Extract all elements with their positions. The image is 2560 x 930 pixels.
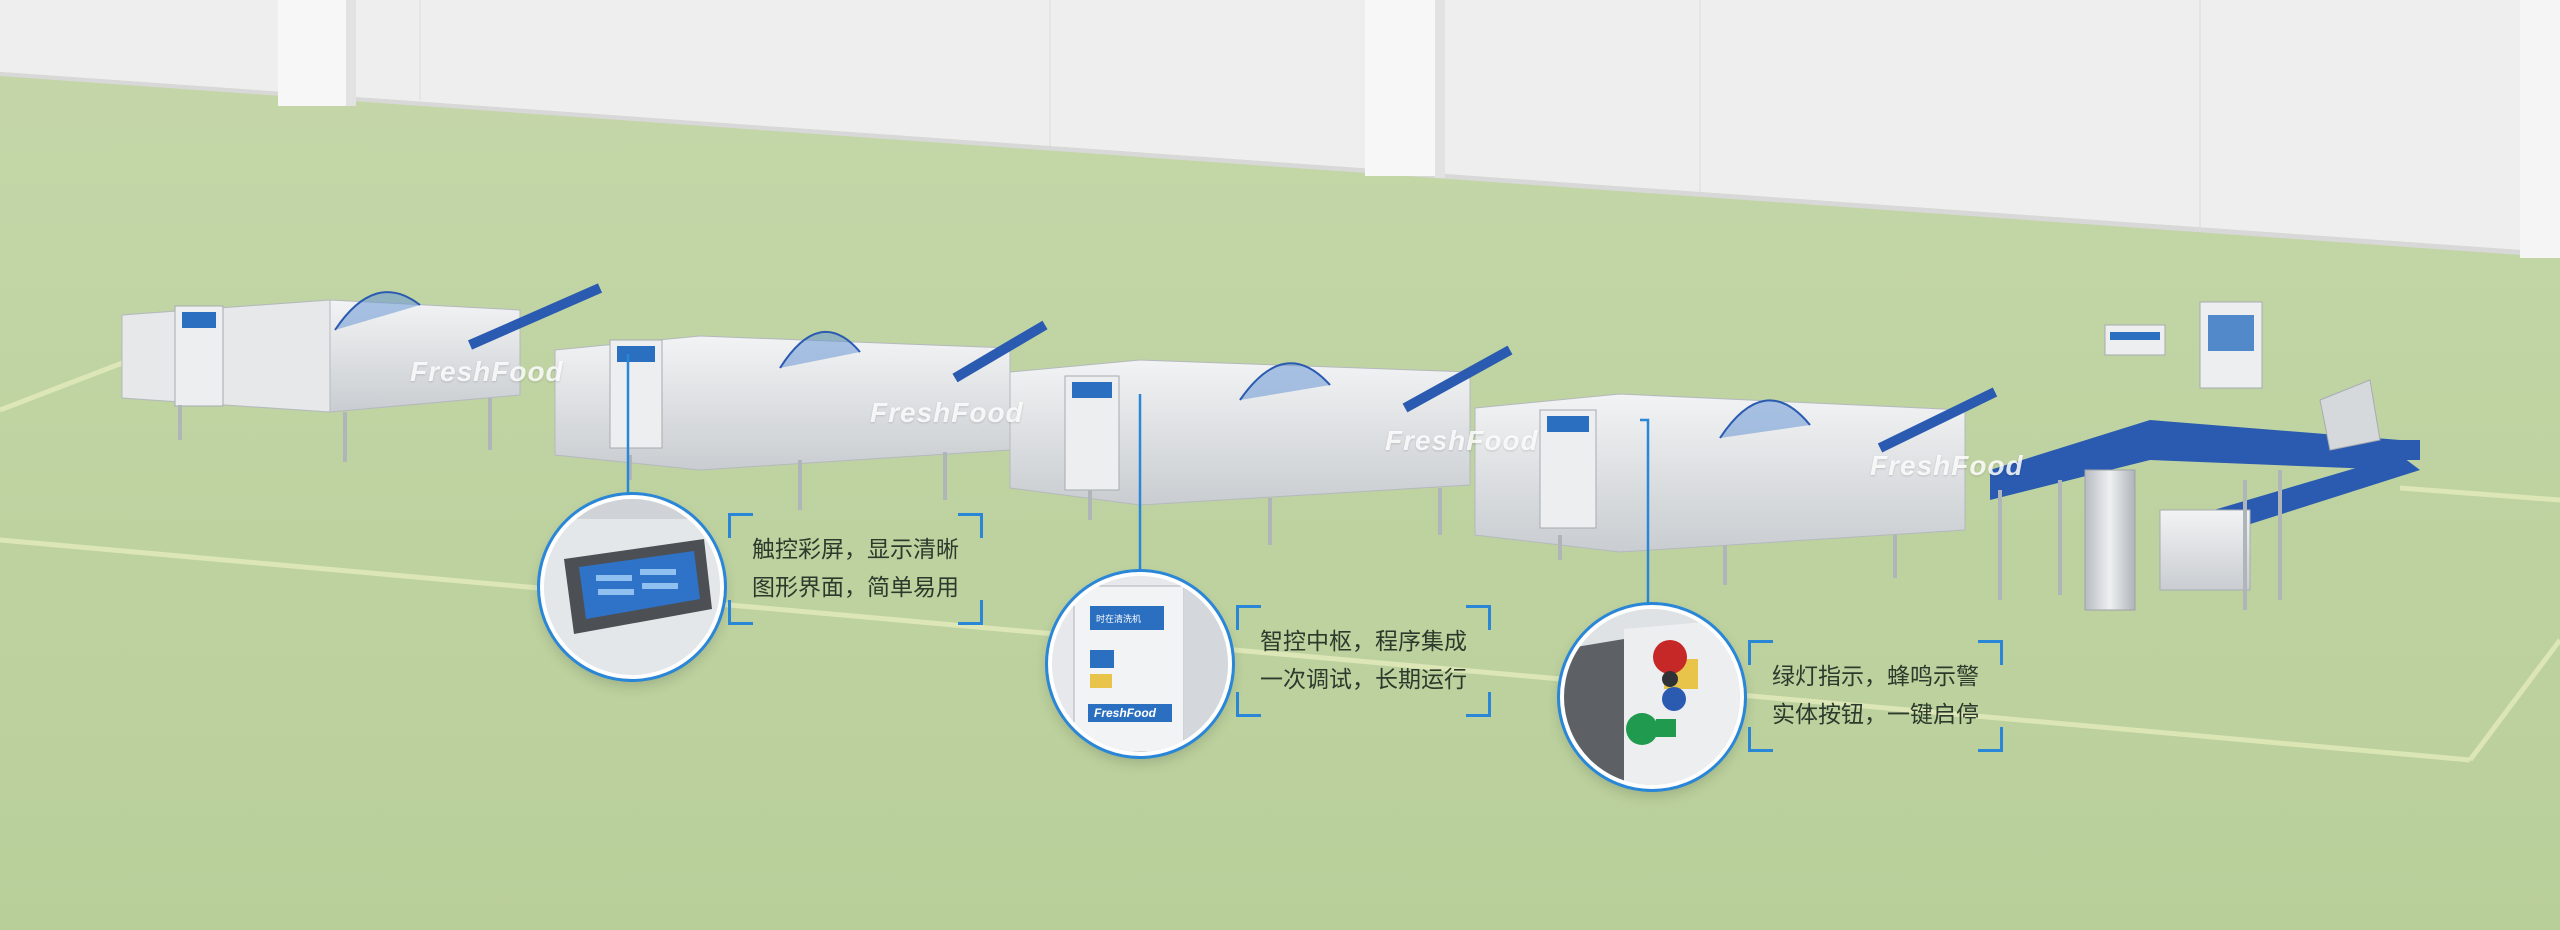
control-cabinet-zoom: 时在清洗机 FreshFood [1048,572,1232,756]
washer-module-2 [554,320,1048,510]
brand-logo: FreshFood [1385,425,1539,456]
feature-indicator-buttons-line2: 实体按钮，一键启停 [1772,702,1979,728]
brand-logo: FreshFood [1870,450,2024,481]
feature-indicator-buttons-line1: 绿灯指示，蜂鸣示警 [1772,664,1979,690]
feature-touchscreen-line1: 触控彩屏，显示清晰 [752,537,959,563]
brand-logo: FreshFood [410,356,564,387]
brand-logo: FreshFood [870,397,1024,428]
feature-touchscreen: 触控彩屏，显示清晰 图形界面，简单易用 [728,513,983,625]
feature-indicator-buttons: 绿灯指示，蜂鸣示警 实体按钮，一键启停 [1748,640,2003,752]
brand-logo: FreshFood [1094,706,1156,720]
feature-touchscreen-line2: 图形界面，简单易用 [752,575,959,601]
washer-module-3 [1009,345,1513,545]
feature-control-center-line1: 智控中枢，程序集成 [1260,629,1467,655]
touchscreen-zoom [540,495,724,679]
output-conveyor-section [1990,301,2420,611]
feature-control-center-line2: 一次调试，长期运行 [1260,667,1467,693]
control-cabinet-icon [1052,576,1228,752]
control-buttons-zoom [1560,605,1744,789]
washer-panel-label: 时在清洗机 [1096,615,1142,625]
touchscreen-icon [544,499,720,675]
feature-control-center: 智控中枢，程序集成 一次调试，长期运行 [1236,605,1491,717]
emergency-stop-icon [1564,609,1740,785]
washer-module-1 [121,283,603,462]
washer-module-4 [1474,387,1998,585]
